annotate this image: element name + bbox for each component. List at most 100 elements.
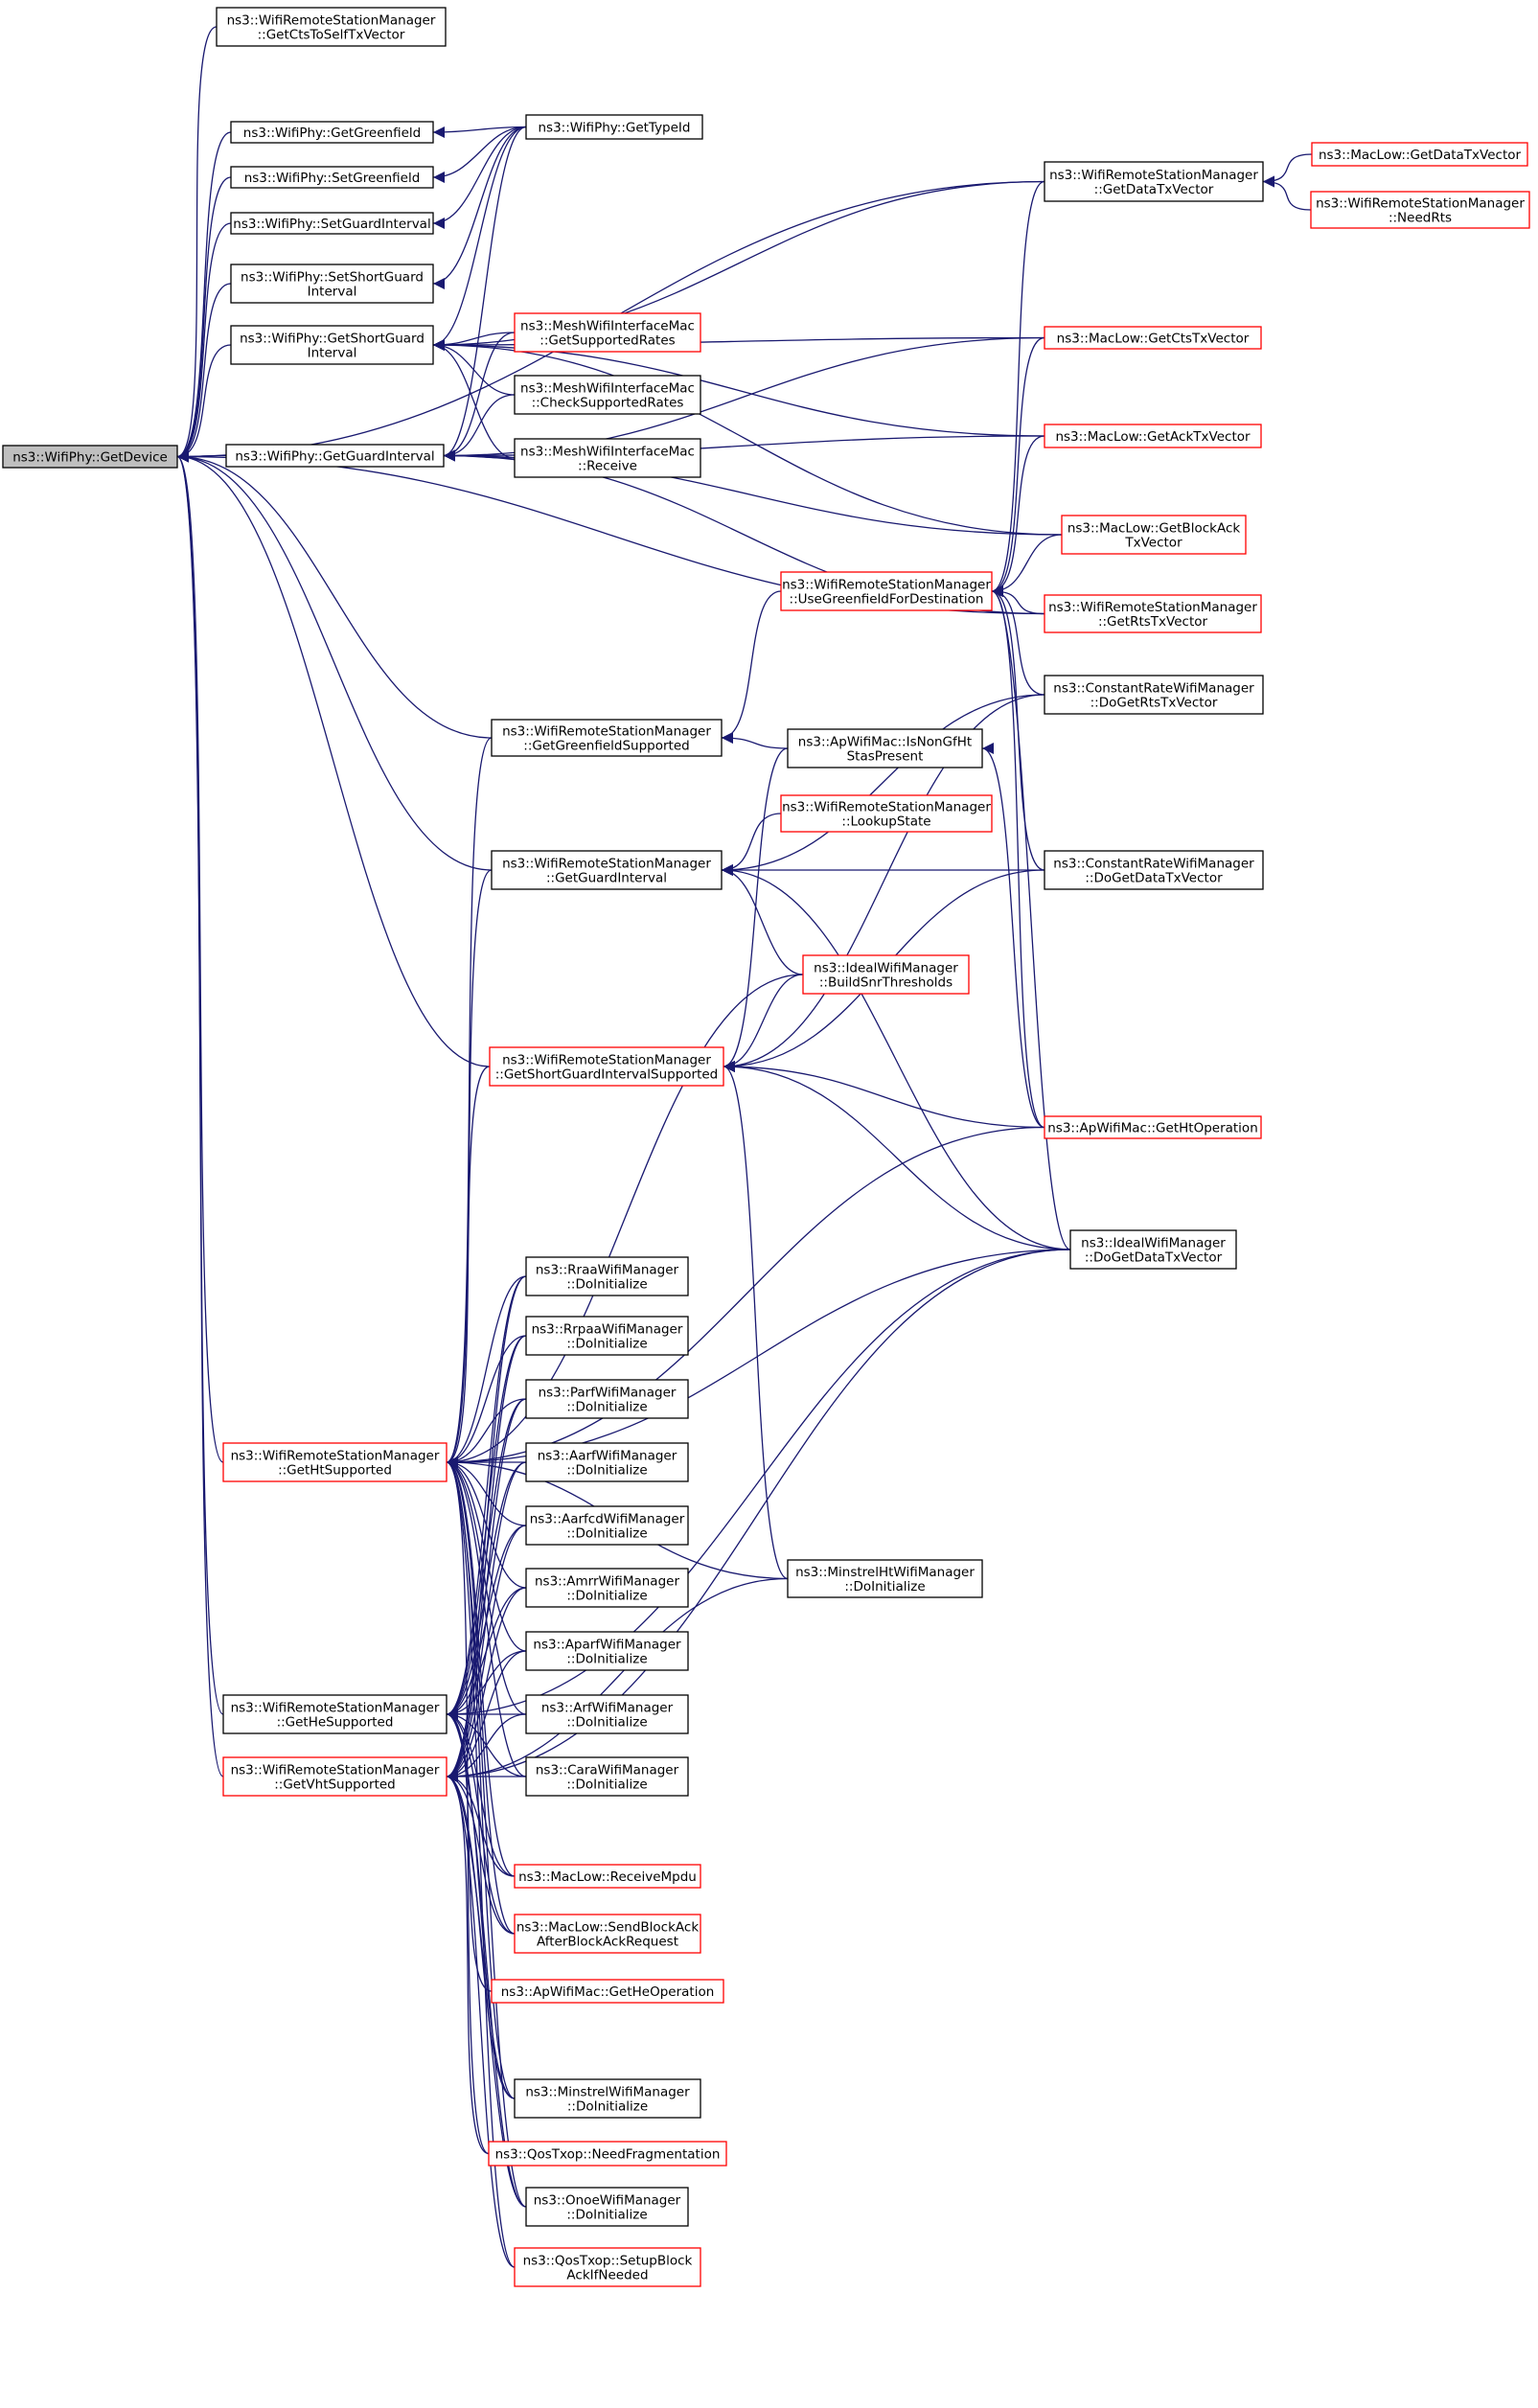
node-box — [1044, 594, 1262, 633]
node-label: ns3::WifiPhy::SetGreenfield — [244, 171, 421, 186]
node-label: ::DoInitialize — [844, 1579, 925, 1594]
node-meshrcv[interactable]: ns3::MeshWifiInterfaceMac::Receive — [514, 438, 701, 478]
node-label: ::BuildSnrThresholds — [819, 975, 953, 991]
node-box — [525, 1379, 689, 1419]
node-aarf[interactable]: ns3::AarfWifiManager::DoInitialize — [525, 1442, 689, 1482]
edge-htop-to-nongf — [981, 743, 1045, 1129]
node-box — [525, 1316, 689, 1356]
node-label: ns3::WifiRemoteStationManager — [782, 800, 991, 815]
node-onoe[interactable]: ns3::OnoeWifiManager::DoInitialize — [525, 2187, 689, 2227]
node-label: ns3::WifiRemoteStationManager — [231, 1449, 440, 1464]
edge-usegf-to-gfsup — [721, 590, 782, 744]
node-acktx[interactable]: ns3::MacLow::GetAckTxVector — [1044, 424, 1262, 448]
node-box — [230, 121, 434, 144]
edge-gfsup-to-root — [176, 450, 493, 739]
node-setgi[interactable]: ns3::WifiPhy::SetGuardInterval — [230, 212, 434, 235]
node-box — [230, 166, 434, 189]
node-parf[interactable]: ns3::ParfWifiManager::DoInitialize — [525, 1379, 689, 1419]
node-label: ns3::WifiRemoteStationManager — [1316, 196, 1525, 212]
node-label: StasPresent — [847, 749, 924, 765]
edge-parf-to-vhtsup — [446, 1398, 527, 1782]
node-meshsup[interactable]: ns3::MeshWifiInterfaceMac::GetSupportedR… — [514, 312, 701, 353]
node-rsmdata[interactable]: ns3::WifiRemoteStationManager::GetDataTx… — [1044, 161, 1264, 202]
edge-htop-to-sgisup — [723, 1061, 1045, 1129]
node-crrts[interactable]: ns3::ConstantRateWifiManager::DoGetRtsTx… — [1044, 675, 1264, 715]
node-meshchk[interactable]: ns3::MeshWifiInterfaceMac::CheckSupporte… — [514, 375, 701, 415]
node-label: ns3::WifiPhy::GetGuardInterval — [235, 449, 434, 465]
node-label: ns3::QosTxop::SetupBlock — [523, 2254, 693, 2269]
edge-idealbuild-to-sgisup — [723, 974, 804, 1072]
node-lookup[interactable]: ns3::WifiRemoteStationManager::LookupSta… — [780, 794, 993, 833]
node-crdata[interactable]: ns3::ConstantRateWifiManager::DoGetDataT… — [1044, 850, 1264, 890]
edge-crrts-to-usegf — [991, 585, 1045, 696]
node-rrpaa[interactable]: ns3::RrpaaWifiManager::DoInitialize — [525, 1316, 689, 1356]
edge-minhtinit-to-vhtsup — [446, 1577, 789, 1782]
edge-rcvmpdu-to-hesup — [446, 1709, 516, 1877]
node-label: ns3::WifiPhy::GetShortGuard — [240, 332, 425, 347]
node-label: ::GetShortGuardIntervalSupported — [495, 1067, 719, 1083]
node-getsgi[interactable]: ns3::WifiPhy::GetShortGuardInterval — [230, 325, 434, 365]
node-mlgetdata[interactable]: ns3::MacLow::GetDataTxVector — [1311, 142, 1528, 167]
node-aparf[interactable]: ns3::AparfWifiManager::DoInitialize — [525, 1631, 689, 1671]
node-label: ns3::ConstantRateWifiManager — [1053, 681, 1254, 697]
node-sendba[interactable]: ns3::MacLow::SendBlockAckAfterBlockAckRe… — [514, 1914, 701, 1954]
node-htop[interactable]: ns3::ApWifiMac::GetHtOperation — [1044, 1115, 1262, 1139]
node-aarfcd[interactable]: ns3::AarfcdWifiManager::DoInitialize — [525, 1505, 689, 1546]
node-usegf[interactable]: ns3::WifiRemoteStationManager::UseGreenf… — [780, 571, 993, 611]
node-gfsup[interactable]: ns3::WifiRemoteStationManager::GetGreenf… — [491, 719, 723, 757]
node-rcvmpdu[interactable]: ns3::MacLow::ReceiveMpdu — [514, 1864, 701, 1889]
edge-minhtinit-to-sgisup — [723, 1061, 789, 1580]
node-sgisup[interactable]: ns3::WifiRemoteStationManager::GetShortG… — [489, 1046, 724, 1087]
node-label: ns3::QosTxop::NeedFragmentation — [495, 2147, 721, 2163]
edge-gfsup-to-htsup — [446, 737, 493, 1468]
node-rraa[interactable]: ns3::RraaWifiManager::DoInitialize — [525, 1256, 689, 1296]
node-label: ns3::ApWifiMac::IsNonGfHt — [798, 735, 972, 750]
node-ctsself[interactable]: ns3::WifiRemoteStationManager::GetCtsToS… — [216, 7, 447, 47]
node-vhtsup[interactable]: ns3::WifiRemoteStationManager::GetVhtSup… — [222, 1756, 448, 1797]
node-label: ::DoInitialize — [566, 1715, 647, 1731]
node-box — [514, 438, 701, 478]
node-label: ::DoInitialize — [566, 2208, 647, 2223]
edge-rraa-to-vhtsup — [446, 1275, 527, 1782]
node-root[interactable]: ns3::WifiPhy::GetDevice — [2, 445, 178, 469]
node-getgf[interactable]: ns3::WifiPhy::GetGreenfield — [230, 121, 434, 144]
node-label: ns3::IdealWifiManager — [1081, 1236, 1226, 1251]
node-ctstx[interactable]: ns3::MacLow::GetCtsTxVector — [1044, 326, 1262, 350]
node-typeid[interactable]: ns3::WifiPhy::GetTypeId — [525, 114, 703, 140]
node-box — [525, 1256, 689, 1296]
edge-htop-to-usegf — [991, 585, 1045, 1129]
node-amrr[interactable]: ns3::AmrrWifiManager::DoInitialize — [525, 1568, 689, 1608]
node-label: ::Receive — [578, 459, 637, 474]
node-rtstx[interactable]: ns3::WifiRemoteStationManager::GetRtsTxV… — [1044, 594, 1262, 633]
node-box — [525, 1505, 689, 1546]
edge-mlgetdata-to-rsmdata — [1262, 153, 1313, 188]
node-needfrag[interactable]: ns3::QosTxop::NeedFragmentation — [488, 2141, 727, 2167]
edge-typeid-to-getgf — [432, 126, 527, 138]
node-minhtinit[interactable]: ns3::MinstrelHtWifiManager::DoInitialize — [787, 1559, 983, 1598]
node-hesup[interactable]: ns3::WifiRemoteStationManager::GetHeSupp… — [222, 1694, 448, 1734]
node-label: ::DoGetRtsTxVector — [1090, 696, 1218, 711]
edge-sendba-to-hesup — [446, 1709, 516, 1935]
node-arf[interactable]: ns3::ArfWifiManager::DoInitialize — [525, 1694, 689, 1734]
node-box — [525, 1568, 689, 1608]
edge-typeid-to-getsgi — [432, 126, 527, 351]
node-mininit[interactable]: ns3::MinstrelWifiManager::DoInitialize — [514, 2078, 701, 2119]
node-getgi[interactable]: ns3::WifiPhy::GetGuardInterval — [225, 444, 445, 468]
node-needrts[interactable]: ns3::WifiRemoteStationManager::NeedRts — [1310, 191, 1530, 229]
edge-sendba-to-htsup — [446, 1456, 516, 1935]
node-label: ::GetGreenfieldSupported — [523, 739, 689, 754]
node-idealbuild[interactable]: ns3::IdealWifiManager::BuildSnrThreshold… — [802, 954, 970, 995]
node-heop[interactable]: ns3::ApWifiMac::GetHeOperation — [491, 1979, 724, 2004]
node-setgf[interactable]: ns3::WifiPhy::SetGreenfield — [230, 166, 434, 189]
node-idealdata[interactable]: ns3::IdealWifiManager::DoGetDataTxVector — [1069, 1229, 1237, 1270]
edge-mininit-to-hesup — [446, 1709, 516, 2099]
node-cara[interactable]: ns3::CaraWifiManager::DoInitialize — [525, 1756, 689, 1797]
node-label: ::LookupState — [841, 814, 930, 830]
node-htsup[interactable]: ns3::WifiRemoteStationManager::GetHtSupp… — [222, 1442, 448, 1482]
node-rsmgi[interactable]: ns3::WifiRemoteStationManager::GetGuardI… — [491, 850, 723, 890]
node-box — [1061, 515, 1247, 555]
